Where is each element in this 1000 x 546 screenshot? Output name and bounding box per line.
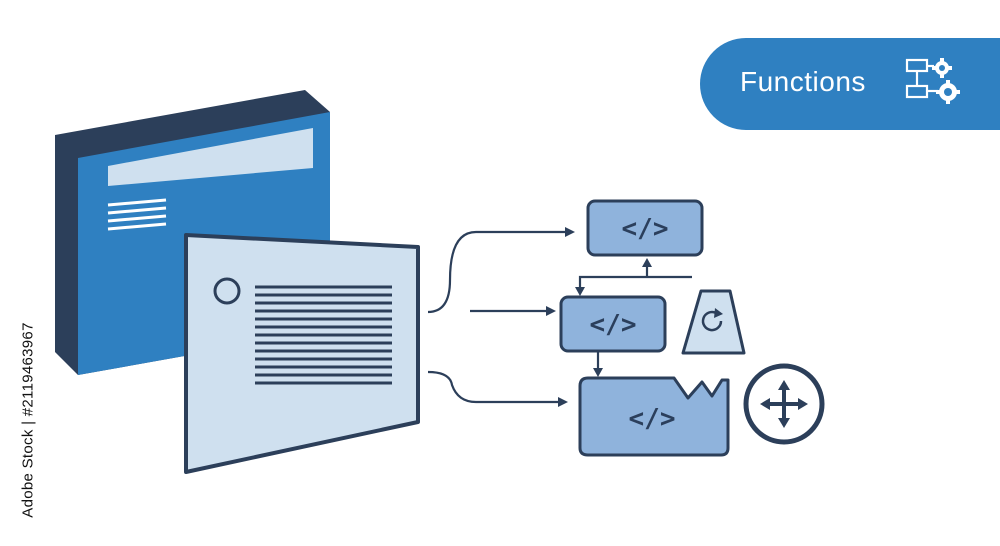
flowchart-gears-icon bbox=[905, 58, 960, 104]
functions-label: Functions bbox=[740, 66, 866, 97]
stock-id-watermark: Adobe Stock | #2119463967 bbox=[19, 322, 37, 518]
code-block-middle: </> bbox=[559, 295, 667, 353]
code-block-bottom-label: </> bbox=[629, 404, 676, 434]
code-block-top-label: </> bbox=[622, 214, 669, 244]
functions-badge: Functions bbox=[700, 38, 1000, 130]
code-block-middle-label: </> bbox=[590, 310, 637, 340]
code-block-top: </> bbox=[586, 199, 704, 257]
move-arrows-icon bbox=[743, 363, 825, 445]
document-icon bbox=[184, 233, 420, 474]
code-block-bottom: </> bbox=[578, 376, 730, 457]
refresh-icon bbox=[681, 289, 746, 355]
arrowheads bbox=[546, 227, 652, 407]
